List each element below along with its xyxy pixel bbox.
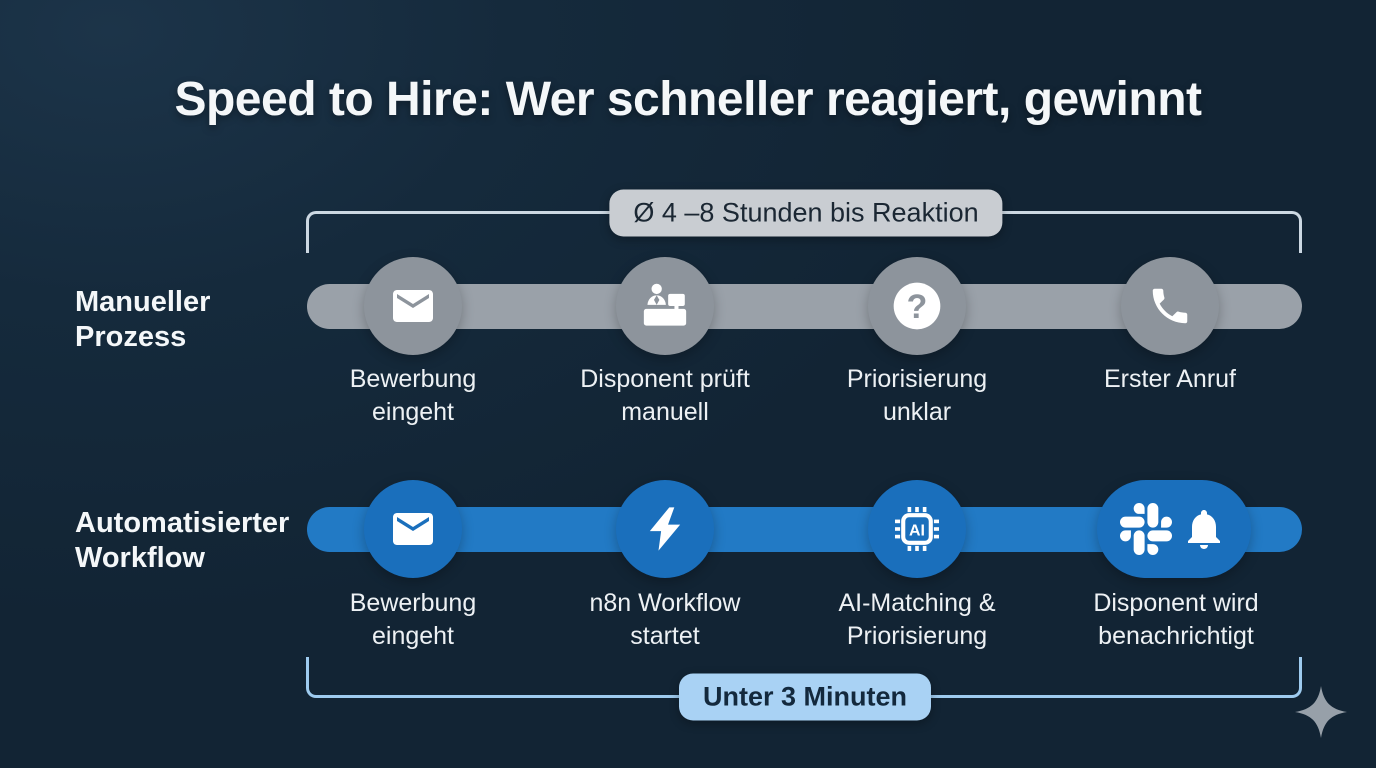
slack-icon (1120, 503, 1172, 555)
ai-chip-label: AI (909, 522, 925, 539)
caption-line: benachrichtigt (1098, 622, 1254, 650)
caption-line: eingeht (371, 622, 455, 650)
caption-line: Priorisierung (846, 365, 988, 393)
question-glyph: ? (907, 288, 928, 326)
envelope-icon (393, 513, 433, 545)
manual-step-caption: Disponent prüft manuell (510, 363, 820, 429)
caption-line: unklar (882, 398, 952, 426)
manual-step-node (364, 257, 462, 355)
caption-line: Disponent prüft (580, 365, 750, 393)
automated-row-label-line2: Workflow (75, 542, 205, 574)
manual-step-caption: Erster Anruf (1015, 363, 1325, 396)
manual-row-label: Manueller Prozess (75, 285, 210, 355)
manual-row-label-line2: Prozess (75, 321, 187, 353)
automated-duration-badge: Unter 3 Minuten (678, 673, 932, 721)
phone-icon (1152, 288, 1188, 324)
manual-row-label-line1: Manueller (75, 286, 211, 318)
automated-step-caption: AI-Matching & Priorisierung (762, 587, 1072, 653)
manual-duration-badge: Ø 4 –8 Stunden bis Reaktion (609, 189, 1003, 237)
automated-step-node (1097, 480, 1251, 578)
caption-line: Bewerbung (349, 589, 477, 617)
automated-row-label: Automatisierter Workflow (75, 506, 289, 576)
caption-line: AI-Matching & (838, 589, 996, 617)
caption-line: manuell (621, 398, 709, 426)
manual-step-caption: Bewerbung eingeht (258, 363, 568, 429)
sparkle-icon (1295, 686, 1347, 738)
caption-line: eingeht (371, 398, 455, 426)
desk-agent-icon (643, 283, 687, 326)
page-title: Speed to Hire: Wer schneller reagiert, g… (174, 73, 1202, 126)
ai-chip-icon: AI (895, 507, 939, 551)
automated-step-node: AI (868, 480, 966, 578)
lightning-icon (649, 507, 681, 551)
automated-step-caption: Disponent wird benachrichtigt (1021, 587, 1331, 653)
question-mark-icon: ? (893, 282, 941, 330)
manual-step-caption: Priorisierung unklar (762, 363, 1072, 429)
automated-step-node (616, 480, 714, 578)
manual-step-node (1121, 257, 1219, 355)
caption-line: Disponent wird (1093, 589, 1259, 617)
caption-line: startet (630, 622, 700, 650)
caption-line: n8n Workflow (589, 589, 741, 617)
caption-line: Priorisierung (846, 622, 988, 650)
automated-step-caption: Bewerbung eingeht (258, 587, 568, 653)
caption-line: Erster Anruf (1104, 365, 1236, 393)
caption-line: Bewerbung (349, 365, 477, 393)
bell-icon (1188, 510, 1220, 549)
automated-step-node (364, 480, 462, 578)
automated-row-label-line1: Automatisierter (75, 507, 290, 539)
envelope-icon (393, 290, 433, 322)
manual-step-node: ? (868, 257, 966, 355)
manual-step-node (616, 257, 714, 355)
automated-step-caption: n8n Workflow startet (510, 587, 820, 653)
